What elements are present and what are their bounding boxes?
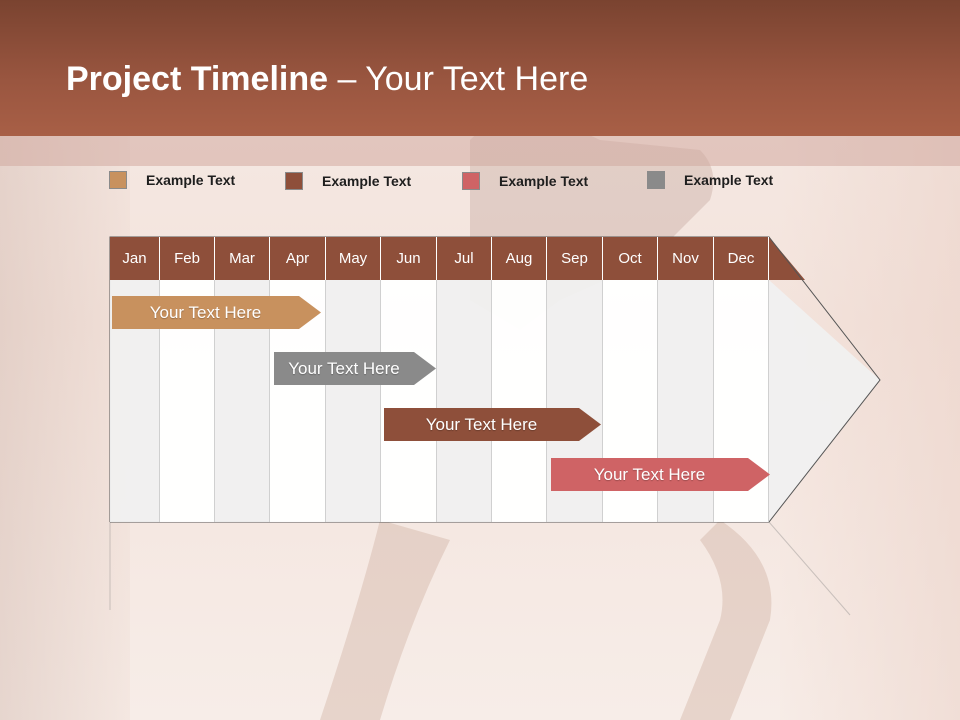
- task-arrow-3: Your Text Here: [384, 408, 601, 441]
- month-header-may: May: [326, 237, 381, 280]
- legend-label-2: Example Text: [322, 173, 412, 189]
- slide-title: Project Timeline – Your Text Here: [66, 60, 588, 99]
- month-column-jul: [437, 280, 492, 522]
- month-header-mar: Mar: [215, 237, 270, 280]
- title-bar: Project Timeline – Your Text Here: [0, 0, 960, 136]
- task-label-3: Your Text Here: [425, 414, 538, 434]
- legend-label-1: Example Text: [146, 172, 236, 188]
- legend-swatch-3: [462, 172, 480, 190]
- month-header-jul: Jul: [437, 237, 492, 280]
- legend-swatch-4: [647, 171, 665, 189]
- legend-swatch-1: [109, 171, 127, 189]
- task-label-1: Your Text Here: [149, 302, 262, 322]
- task-arrow-4: Your Text Here: [551, 458, 770, 491]
- task-arrow-1: Your Text Here: [112, 296, 321, 329]
- title-regular-text: – Your Text Here: [328, 60, 589, 98]
- month-header-nov: Nov: [658, 237, 714, 280]
- legend-swatch-2: [285, 172, 303, 190]
- title-bold-text: Project Timeline: [66, 60, 329, 98]
- month-header-aug: Aug: [492, 237, 547, 280]
- month-header-oct: Oct: [603, 237, 658, 280]
- month-column-may: [326, 280, 381, 522]
- legend-label-4: Example Text: [684, 172, 774, 188]
- month-header-sep: Sep: [547, 237, 603, 280]
- month-header-feb: Feb: [160, 237, 215, 280]
- task-label-4: Your Text Here: [593, 464, 706, 484]
- legend-label-3: Example Text: [499, 173, 589, 189]
- month-column-aug: [492, 280, 547, 522]
- task-arrow-2: Your Text Here: [274, 352, 436, 385]
- header-band: [0, 136, 960, 166]
- task-label-2: Your Text Here: [288, 358, 400, 378]
- month-header-jan: Jan: [110, 237, 160, 280]
- month-column-jun: [381, 280, 437, 522]
- month-header-jun: Jun: [381, 237, 437, 280]
- month-header-apr: Apr: [270, 237, 326, 280]
- month-header-dec: Dec: [714, 237, 769, 280]
